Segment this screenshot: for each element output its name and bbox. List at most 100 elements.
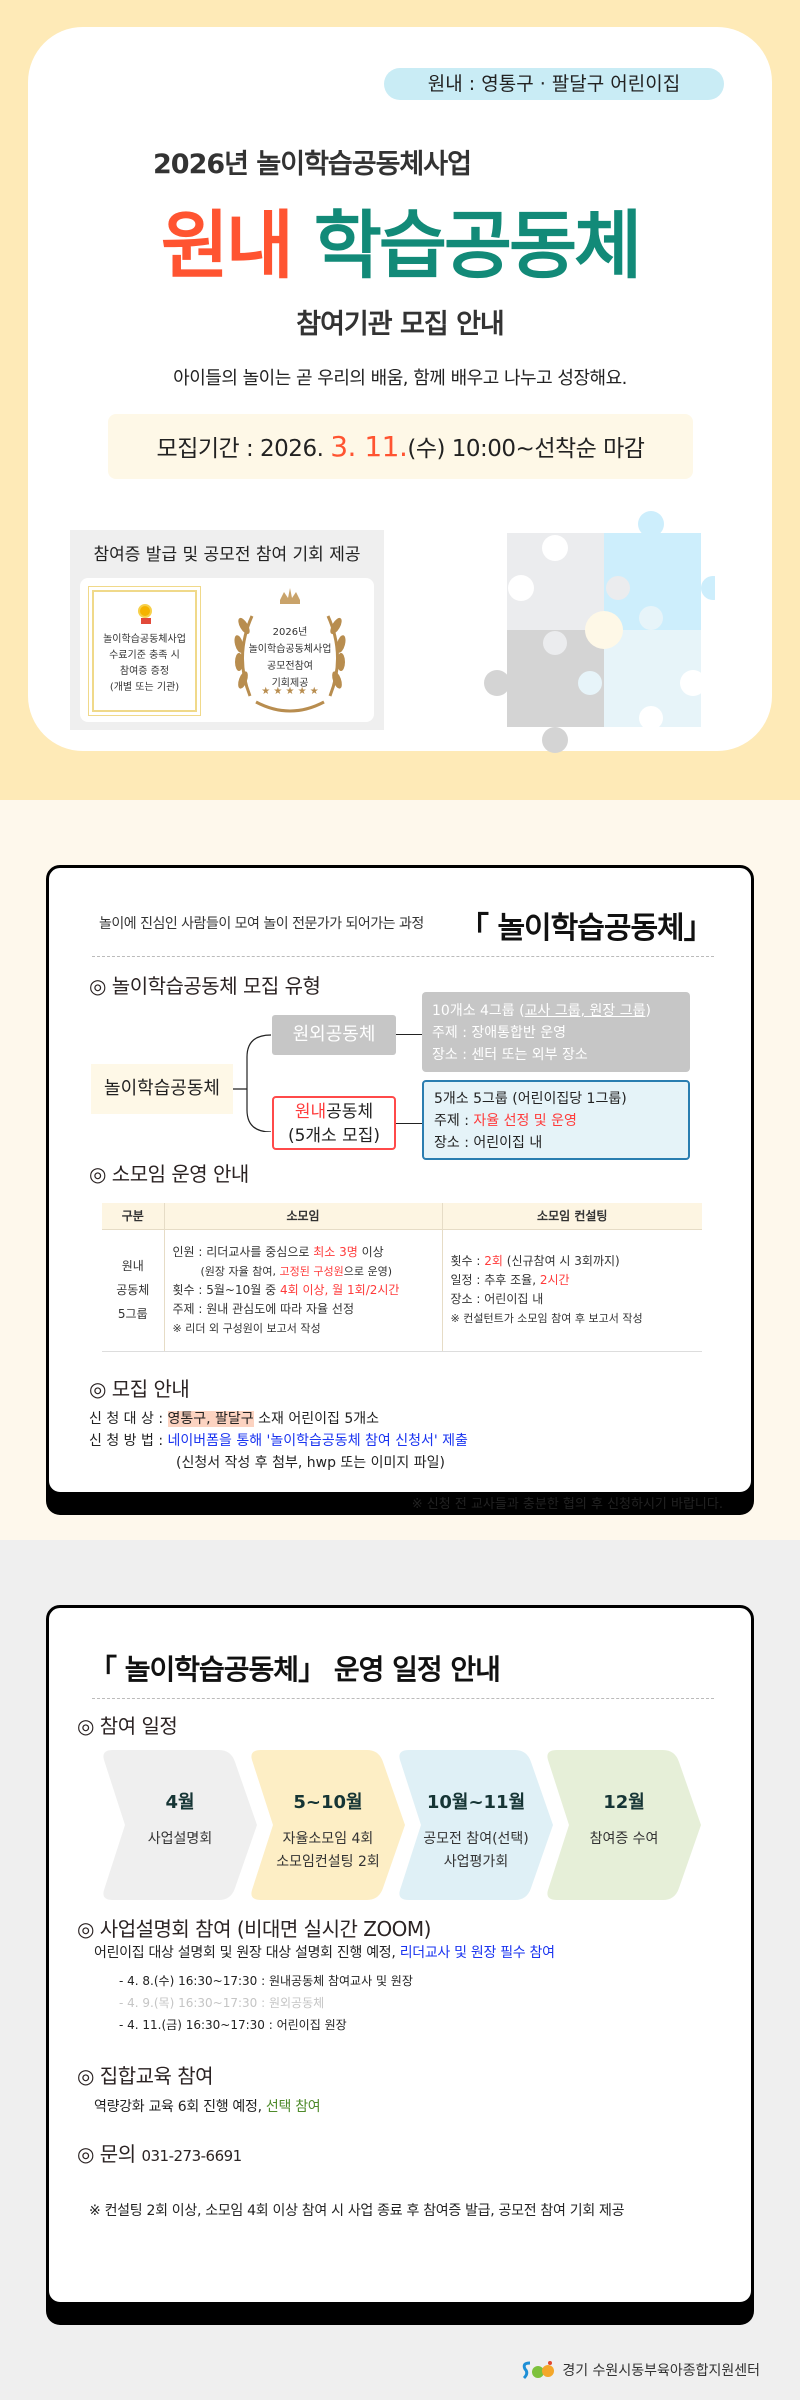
consulting-line: 장소 : 어린이집 내: [450, 1292, 544, 1306]
table-header-row: 구분 소모임 소모임 컨설팅: [102, 1203, 702, 1230]
hero-title: 원내 학습공동체: [28, 209, 772, 283]
meeting-line: (원장 자율 참여, 고정된 구성원으로 운영): [173, 1262, 434, 1281]
text: 공동체: [326, 1102, 374, 1122]
step-desc: 참여증 수여: [545, 1828, 703, 1851]
meeting-cell: 인원 : 리더교사를 중심으로 최소 3명 이상 (원장 자율 참여, 고정된 …: [163, 1229, 442, 1352]
text: 10개소 4그룹 (: [432, 1003, 525, 1019]
hero-title-green: 학습공동체: [313, 203, 642, 289]
text: 횟수 :: [450, 1254, 485, 1268]
meeting-note: ※ 리더 외 구성원이 보고서 작성: [172, 1321, 321, 1335]
briefing-item: - 4. 8.(수) 16:30~17:30 : 원내공동체 참여교사 및 원장: [119, 1974, 413, 1988]
step-desc: 공모전 참여(선택)사업평가회: [397, 1828, 555, 1874]
outside-line2: 주제 : 장애통합반 운영: [432, 1025, 566, 1041]
table-row: 원내 공동체 5그룹 인원 : 리더교사를 중심으로 최소 3명 이상 (원장 …: [102, 1229, 702, 1352]
briefing-item: - 4. 11.(금) 16:30~17:30 : 어린이집 원장: [119, 2018, 347, 2032]
text-red: 자율 선정 및 운영: [473, 1113, 577, 1129]
meeting-line: 횟수 : 5월~10월 중 4회 이상, 월 1회/2시간: [173, 1281, 434, 1300]
intro-text: 놀이에 진심인 사람들이 모여 놀이 전문가가 되어가는 과정: [99, 916, 424, 932]
text: 5그룹: [117, 1307, 148, 1321]
text-red: 원내: [294, 1102, 327, 1122]
ops-heading: ◎ 소모임 운영 안내: [89, 1162, 249, 1186]
node-inside-sub: (5개소 모집): [287, 1126, 381, 1146]
edu-text: 역량강화 교육 6회 진행 예정, 선택 참여: [94, 2096, 321, 2116]
outside-line3: 장소 : 센터 또는 외부 장소: [432, 1047, 588, 1063]
participate-heading: ◎ 참여 일정: [77, 1714, 178, 1738]
node-outside: 원외공동체: [272, 1015, 396, 1055]
about-card: 놀이에 진심인 사람들이 모여 놀이 전문가가 되어가는 과정 「 놀이학습공동…: [46, 865, 754, 1512]
text: 인원 : 리더교사를 중심으로: [172, 1244, 314, 1259]
contact-phone[interactable]: 031-273-6691: [141, 2147, 242, 2165]
inside-detail: 5개소 5그룹 (어린이집당 1그룹) 주제 : 자율 선정 및 운영 장소 :…: [422, 1080, 690, 1160]
frame-line: 놀이학습공동체사업: [103, 634, 186, 645]
table-header: 소모임: [163, 1203, 442, 1230]
tree-connector: [233, 1034, 272, 1132]
consulting-line: 일정 : 추후 조율, 2시간: [451, 1271, 695, 1290]
text: 어린이집 대상 설명회 및 원장 대상 설명회 진행 예정,: [94, 1945, 400, 1961]
divider: [92, 1698, 714, 1699]
consulting-cell: 횟수 : 2회 (신규참여 시 3회까지) 일정 : 추후 조율, 2시간 장소…: [441, 1229, 702, 1352]
certificate-inner: 놀이학습공동체사업 수료기준 충족 시 참여증 증정 (개별 또는 기관): [80, 578, 374, 722]
table-header: 소모임 컨설팅: [441, 1203, 702, 1230]
step-month: 12월: [603, 1792, 645, 1813]
highlight: 영통구, 팔달구: [167, 1411, 254, 1427]
node-inside: 원내공동체 (5개소 모집): [272, 1096, 396, 1150]
org-logo-icon: [523, 2361, 555, 2380]
recruit-method: 신 청 방 법 : 네이버폼을 통해 '놀이학습공동체 참여 신청서' 제출: [89, 1430, 468, 1452]
divider: [92, 956, 714, 957]
label: 신 청 방 법 :: [89, 1433, 168, 1449]
types-heading: ◎ 놀이학습공동체 모집 유형: [89, 974, 321, 998]
text: 이상: [357, 1244, 384, 1259]
text: 으로 운영): [343, 1264, 392, 1278]
apply-form-link[interactable]: 네이버폼을 통해 '놀이학습공동체 참여 신청서' 제출: [167, 1433, 468, 1449]
recruit-heading: ◎ 모집 안내: [89, 1377, 190, 1401]
briefing-text: 어린이집 대상 설명회 및 원장 대상 설명회 진행 예정, 리더교사 및 원장…: [94, 1942, 555, 1962]
contact: ◎ 문의 031-273-6691: [77, 2138, 242, 2167]
svg-text:★ ★ ★ ★ ★: ★ ★ ★ ★ ★: [261, 686, 319, 697]
row-label: 원내 공동체 5그룹: [102, 1229, 164, 1352]
text: 사업설명회: [147, 1831, 213, 1847]
text: 소모임컨설팅 2회: [276, 1854, 380, 1870]
outside-detail: 10개소 4그룹 (교사 그룹, 원장 그룹) 주제 : 장애통합반 운영 장소…: [422, 992, 690, 1072]
period-prefix: 모집기간 : 2026.: [156, 436, 331, 462]
text: 참여증 수여: [589, 1831, 659, 1847]
text-red: 2시간: [539, 1273, 570, 1287]
step-desc: 사업설명회: [101, 1828, 259, 1851]
puzzle-illustration: [475, 508, 725, 753]
step-1: 4월 사업설명회: [101, 1750, 259, 1900]
table-header: 구분: [102, 1203, 164, 1230]
outside-line1: 10개소 4그룹 (교사 그룹, 원장 그룹): [432, 1000, 680, 1022]
schedule-note: ※ 컨설팅 2회 이상, 소모임 4회 이상 참여 시 사업 종료 후 참여증 …: [89, 2203, 625, 2219]
about-section: 놀이에 진심인 사람들이 모여 놀이 전문가가 되어가는 과정 「 놀이학습공동…: [0, 800, 800, 1540]
briefing-list: - 4. 8.(수) 16:30~17:30 : 원내공동체 참여교사 및 원장…: [119, 1970, 413, 2036]
certificate-frame: 놀이학습공동체사업 수료기준 충족 시 참여증 증정 (개별 또는 기관): [88, 586, 201, 716]
text: (신규참여 시 3회까지): [502, 1254, 620, 1268]
text: ): [645, 1003, 651, 1019]
contact-heading: ◎ 문의: [77, 2142, 136, 2166]
period-date: 3. 11.: [330, 430, 408, 463]
recruit-method-sub: (신청서 작성 후 첨부, hwp 또는 이미지 파일): [176, 1455, 445, 1471]
step-month: 10월~11월: [426, 1792, 526, 1813]
hero-section: 원내 : 영통구 · 팔달구 어린이집 2026년 놀이학습공동체사업 원내 학…: [0, 0, 800, 800]
intro-title: 「 놀이학습공동체」: [459, 911, 714, 946]
meeting-line: 주제 : 원내 관심도에 따라 자율 선정: [172, 1301, 355, 1316]
laurel-line: 2026년: [272, 627, 308, 638]
text: 자율소모임 4회: [282, 1831, 374, 1847]
text-red: 2회: [484, 1254, 503, 1268]
text-green: 선택 참여: [265, 2099, 321, 2115]
text: (원장 자율 참여,: [200, 1264, 280, 1278]
text-red: 고정된 구성원: [279, 1264, 344, 1278]
laurel-icon: ★ ★ ★ ★ ★ 2026년 놀이학습공동체사업 공모전참여 기회제공: [230, 586, 350, 714]
certificate-title: 참여증 발급 및 공모전 참여 기회 제공: [93, 545, 361, 565]
step-month: 4월: [165, 1792, 195, 1813]
text-blue: 리더교사 및 원장 필수 참여: [399, 1945, 555, 1961]
frame-line: (개별 또는 기관): [109, 682, 180, 693]
text: 횟수 : 5월~10월 중: [172, 1282, 280, 1297]
text: 일정 : 추후 조율,: [450, 1273, 540, 1287]
medal-icon: [138, 604, 152, 624]
text-red: 최소 3명: [313, 1244, 358, 1259]
meeting-line: 인원 : 리더교사를 중심으로 최소 3명 이상: [173, 1243, 434, 1262]
period-suffix: (수) 10:00~선착순 마감: [407, 436, 645, 462]
recruit-info: 신 청 대 상 : 영통구, 팔달구 소재 어린이집 5개소 신 청 방 법 :…: [89, 1408, 468, 1474]
